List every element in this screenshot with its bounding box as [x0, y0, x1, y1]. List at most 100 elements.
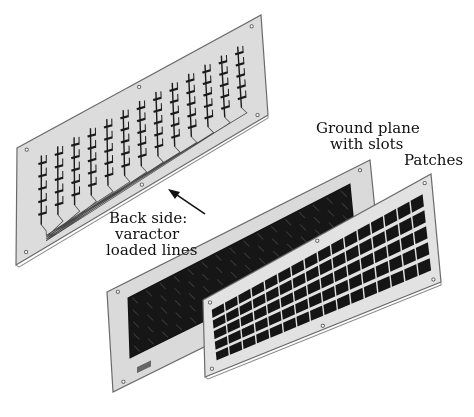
varactor: [187, 112, 196, 118]
patch-element: [269, 323, 283, 338]
mount-hole: [139, 182, 144, 187]
patch-element: [227, 318, 240, 333]
patch-element: [323, 299, 337, 316]
patch-element: [291, 259, 305, 276]
patch-element: [331, 237, 345, 255]
slot: [215, 254, 222, 262]
patch-element: [397, 201, 411, 220]
varactor: [170, 110, 179, 116]
varactor: [219, 82, 229, 88]
patch-element: [332, 251, 346, 269]
varactor: [38, 186, 47, 191]
varactor: [169, 99, 179, 104]
patch-element: [225, 296, 238, 311]
slot: [326, 197, 334, 205]
varactor: [202, 80, 212, 86]
varactor: [203, 103, 213, 109]
varactor: [186, 101, 196, 106]
slot: [270, 226, 278, 233]
patch-board-thickness: [204, 282, 442, 380]
mount-hole: [431, 277, 436, 282]
patch-board-mount-holes: [208, 181, 436, 371]
varactor: [204, 114, 213, 120]
varactor: [154, 143, 164, 149]
varactor: [186, 89, 195, 95]
patch-element: [362, 267, 376, 284]
varactor: [170, 134, 180, 139]
varactor: [103, 136, 113, 141]
patch-element: [348, 273, 363, 290]
slot: [187, 268, 194, 276]
patch-element: [410, 194, 424, 213]
varactor: [169, 87, 178, 92]
varactor-loaded-lines: [37, 45, 248, 241]
patch-element: [357, 223, 371, 241]
label-ground-plane-line2: with slots: [330, 135, 404, 153]
slot: [146, 314, 154, 321]
mount-hole: [115, 289, 120, 294]
varactor: [71, 192, 80, 197]
patch-element: [292, 272, 306, 289]
patch-element: [242, 335, 256, 350]
slot: [160, 307, 168, 314]
patch-element: [226, 307, 239, 322]
patch-element: [308, 292, 322, 308]
varactor: [234, 50, 244, 56]
mount-hole: [315, 238, 320, 243]
slot: [160, 295, 167, 302]
label-ground-plane-line1: Ground plane: [316, 119, 420, 137]
patch-element: [253, 305, 267, 321]
slot: [298, 211, 306, 219]
slot: [271, 238, 279, 245]
label-patches: Patches: [404, 151, 464, 169]
mount-hole: [24, 250, 29, 255]
patch-element: [319, 258, 333, 276]
varactor: [187, 124, 197, 130]
varactor: [87, 133, 96, 138]
patch-element: [280, 292, 294, 308]
back-side-arrow: [168, 189, 206, 215]
routing-trace: [46, 126, 215, 240]
varactor: [218, 60, 228, 65]
connector-marking: [137, 360, 151, 374]
slot: [285, 231, 293, 238]
patch-element: [363, 281, 378, 299]
patch-element: [268, 311, 282, 326]
patch-element: [334, 265, 348, 283]
varactor: [37, 211, 47, 216]
patch-array: [211, 194, 432, 361]
patch-element: [345, 244, 359, 262]
slot: [175, 324, 183, 331]
varactor: [87, 145, 96, 150]
patch-element: [414, 226, 428, 245]
slot: [188, 280, 195, 288]
patch-element: [278, 267, 291, 283]
slot: [202, 273, 209, 281]
varactor: [235, 62, 245, 67]
patch-element: [239, 300, 253, 316]
varactor: [120, 127, 129, 132]
routing-trace: [46, 136, 198, 238]
label-back-side-line2: varactor: [115, 225, 180, 243]
varactor: [103, 124, 113, 129]
label-back-side-line3: loaded lines: [106, 241, 198, 259]
patch-board: [202, 173, 442, 380]
varactor: [153, 108, 162, 113]
varactor: [170, 122, 180, 128]
varactor: [54, 201, 64, 207]
patch-element: [400, 232, 415, 251]
slot: [284, 218, 292, 226]
slot: [161, 331, 169, 338]
patch-element: [347, 259, 361, 276]
varactor: [70, 154, 80, 160]
slot: [131, 297, 139, 304]
varactor: [54, 164, 64, 169]
varactor: [87, 182, 97, 187]
patch-element: [385, 224, 399, 242]
slot: [147, 326, 154, 333]
patch-element: [251, 281, 265, 297]
varactor: [136, 117, 146, 123]
varactor: [236, 84, 246, 90]
slot: [202, 285, 210, 293]
